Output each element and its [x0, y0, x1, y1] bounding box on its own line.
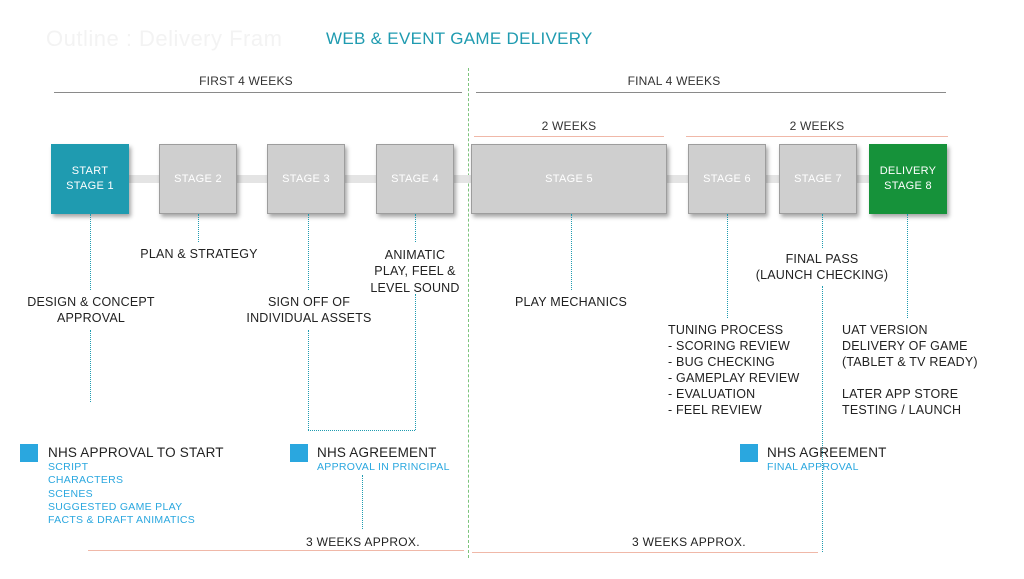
stage-6-box: STAGE 6: [688, 144, 766, 214]
ghost-title: Outline : Delivery Fram: [46, 26, 283, 51]
stage-4-label: STAGE 4: [391, 172, 439, 185]
note-line: - BUG CHECKING: [668, 355, 775, 369]
stage-4-box: STAGE 4: [376, 144, 454, 214]
note-line: SIGN OFF OF: [267, 295, 351, 309]
stage-8-label-delivery: DELIVERY: [879, 165, 937, 178]
period-first-line: [54, 92, 462, 93]
legend-item: SCRIPT: [48, 461, 89, 473]
note-tuning: TUNING PROCESS - SCORING REVIEW - BUG CH…: [668, 322, 808, 418]
note-line: TUNING PROCESS: [668, 323, 784, 337]
stage-8-label: STAGE 8: [884, 180, 932, 192]
note-line: LEVEL SOUND: [370, 280, 460, 295]
legend-start-title: NHS APPROVAL TO START: [48, 445, 224, 460]
legend-agreement1-square: [290, 444, 308, 462]
note-line: INDIVIDUAL ASSETS: [246, 311, 372, 326]
period-divider: [468, 68, 469, 558]
connector-stage7-lower: [822, 286, 823, 552]
note-final-pass: FINAL PASS (LAUNCH CHECKING): [752, 251, 892, 284]
note-line: DELIVERY OF GAME: [842, 339, 968, 353]
stage-1-label-start: START: [71, 165, 109, 178]
note-plan-strategy: PLAN & STRATEGY: [140, 247, 258, 261]
connector-stage1: [90, 214, 91, 290]
connector-bracket-34: [308, 430, 415, 431]
duration-a-line: [88, 550, 464, 551]
stage-8-box: DELIVERY STAGE 8: [869, 144, 947, 214]
weeks-label-b: 2 WEEKS: [789, 119, 845, 133]
connector-stage4: [415, 214, 416, 242]
note-line: - GAMEPLAY REVIEW: [668, 371, 800, 385]
stage-6-label: STAGE 6: [703, 172, 751, 185]
stage-7-box: STAGE 7: [779, 144, 857, 214]
note-animatic: ANIMATIC PLAY, FEEL & LEVEL SOUND: [364, 247, 466, 296]
note-design-approval: DESIGN & CONCEPT APPROVAL: [18, 294, 164, 327]
note-line: TESTING / LAUNCH: [842, 403, 962, 417]
note-line: UAT VERSION: [842, 323, 928, 337]
note-play-mechanics: PLAY MECHANICS: [514, 295, 628, 309]
connector-agreement1: [362, 475, 363, 529]
period-final-label: FINAL 4 WEEKS: [627, 74, 721, 88]
legend-item: CHARACTERS: [48, 474, 124, 487]
stage-3-box: STAGE 3: [267, 144, 345, 214]
legend-item: SCENES: [48, 487, 93, 500]
legend-agreement2-title: NHS AGREEMENT: [767, 445, 887, 460]
connector-stage4-lower: [415, 294, 416, 430]
legend-start-items: SCRIPT CHARACTERS SCENES SUGGESTED GAME …: [48, 461, 195, 528]
note-line: - FEEL REVIEW: [668, 403, 762, 417]
connector-stage8: [907, 214, 908, 318]
stage-1-box: START STAGE 1: [51, 144, 129, 214]
connector-stage2: [198, 214, 199, 242]
duration-b-label: 3 WEEKS APPROX.: [632, 535, 746, 549]
connector-stage6: [727, 214, 728, 318]
note-line: (TABLET & TV READY): [842, 355, 978, 369]
connector-stage5: [571, 214, 572, 290]
stage-5-label: STAGE 5: [545, 172, 593, 185]
note-line-spacer: [842, 370, 992, 386]
weeks-line-b: [686, 136, 948, 137]
weeks-line-a: [474, 136, 664, 137]
note-line: LATER APP STORE: [842, 387, 959, 401]
note-line: APPROVAL: [56, 311, 126, 326]
note-line: PLAY, FEEL &: [374, 264, 456, 279]
stage-7-label: STAGE 7: [794, 172, 842, 185]
connector-stage3-lower: [308, 330, 309, 430]
weeks-label-a: 2 WEEKS: [541, 119, 597, 133]
connector-stage7: [822, 214, 823, 248]
page-title: WEB & EVENT GAME DELIVERY: [326, 29, 593, 48]
duration-a-label: 3 WEEKS APPROX.: [306, 535, 420, 549]
stage-1-label: STAGE 1: [66, 180, 114, 192]
note-line: - SCORING REVIEW: [668, 339, 790, 353]
legend-agreement2-square: [740, 444, 758, 462]
legend-agreement2-sub: FINAL APPROVAL: [767, 461, 859, 473]
stage-2-label: STAGE 2: [174, 172, 222, 185]
legend-agreement1-title: NHS AGREEMENT: [317, 445, 437, 460]
note-line: ANIMATIC: [384, 248, 446, 262]
connector-stage1-lower: [90, 330, 91, 402]
stage-5-box: STAGE 5: [471, 144, 667, 214]
note-line: FINAL PASS: [785, 252, 859, 266]
note-line: (LAUNCH CHECKING): [755, 268, 889, 283]
legend-agreement1-sub: APPROVAL IN PRINCIPAL: [317, 461, 450, 473]
legend-item: FACTS & DRAFT ANIMATICS: [48, 514, 196, 527]
note-line: - EVALUATION: [668, 387, 756, 401]
note-line: DESIGN & CONCEPT: [27, 295, 155, 309]
note-signoff: SIGN OFF OF INDIVIDUAL ASSETS: [240, 294, 378, 327]
legend-start-square: [20, 444, 38, 462]
note-uat: UAT VERSION DELIVERY OF GAME (TABLET & T…: [842, 322, 992, 418]
duration-b-line: [472, 552, 818, 553]
period-final-line: [476, 92, 946, 93]
connector-stage3: [308, 214, 309, 290]
stage-2-box: STAGE 2: [159, 144, 237, 214]
period-first-label: FIRST 4 WEEKS: [199, 74, 293, 88]
legend-item: SUGGESTED GAME PLAY: [48, 500, 183, 513]
stage-3-label: STAGE 3: [282, 172, 330, 185]
